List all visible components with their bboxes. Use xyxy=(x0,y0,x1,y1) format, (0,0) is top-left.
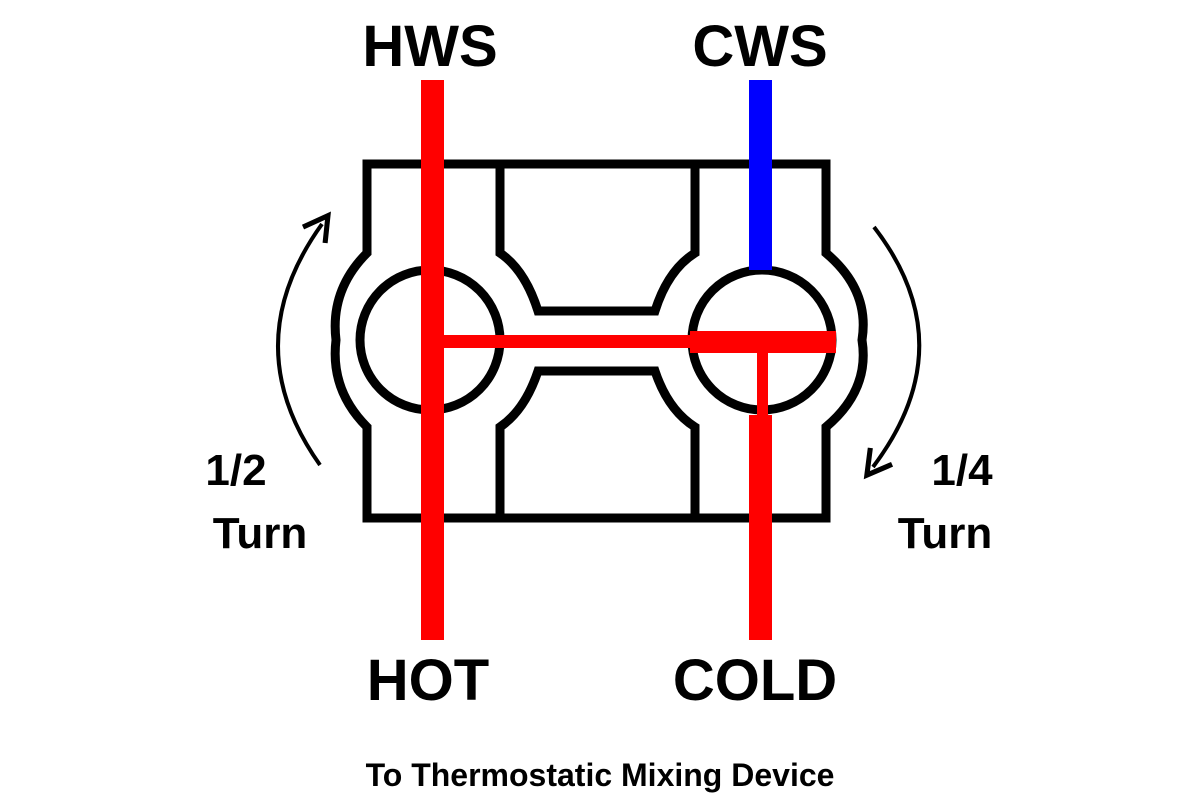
cold-supply-pipe xyxy=(749,80,772,270)
cold-label: COLD xyxy=(673,648,837,713)
left-turn-word: Turn xyxy=(213,509,308,558)
hot-supply-pipe xyxy=(421,80,444,640)
hws-label: HWS xyxy=(362,14,497,79)
right-turn-word: Turn xyxy=(898,509,993,558)
half-turn-arrow-icon xyxy=(276,211,331,467)
cold-outlet-pipe xyxy=(749,415,772,640)
cws-label: CWS xyxy=(692,14,827,79)
right-turn-fraction: 1/4 xyxy=(931,446,993,495)
valve-upper-channel-wall xyxy=(495,164,700,316)
valve-outer-outline xyxy=(330,159,868,523)
caption: To Thermostatic Mixing Device xyxy=(366,757,835,793)
hot-cross-channel xyxy=(432,335,692,348)
mixed-riser-thin xyxy=(757,350,768,418)
left-turn-fraction: 1/2 xyxy=(205,446,266,495)
flow-paths xyxy=(421,80,836,640)
valve-lower-channel-wall xyxy=(495,366,700,518)
hot-label: HOT xyxy=(367,648,489,713)
mixed-cross-channel xyxy=(690,331,836,353)
quarter-turn-arrow-icon xyxy=(863,225,922,480)
